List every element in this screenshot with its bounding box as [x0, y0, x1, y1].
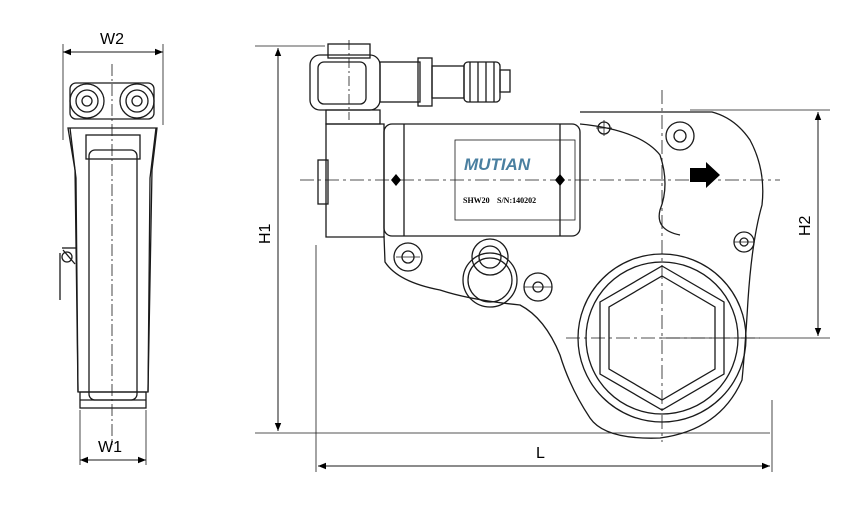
dim-label-w2: W2: [100, 31, 124, 48]
front-view: [255, 40, 830, 472]
nameplate-brand: MUTIAN: [464, 155, 531, 174]
center-mark-right: [555, 174, 565, 186]
dim-label-h2: H2: [797, 215, 814, 236]
side-view: [59, 44, 164, 465]
nameplate-model: SHW20: [463, 196, 490, 205]
center-mark-left: [391, 174, 401, 186]
nameplate-serial: S/N:140202: [497, 196, 536, 205]
direction-arrow-icon: [690, 162, 720, 188]
dim-label-h1: H1: [257, 223, 274, 244]
dim-label-l: L: [536, 445, 545, 462]
dim-label-w1: W1: [98, 439, 122, 456]
